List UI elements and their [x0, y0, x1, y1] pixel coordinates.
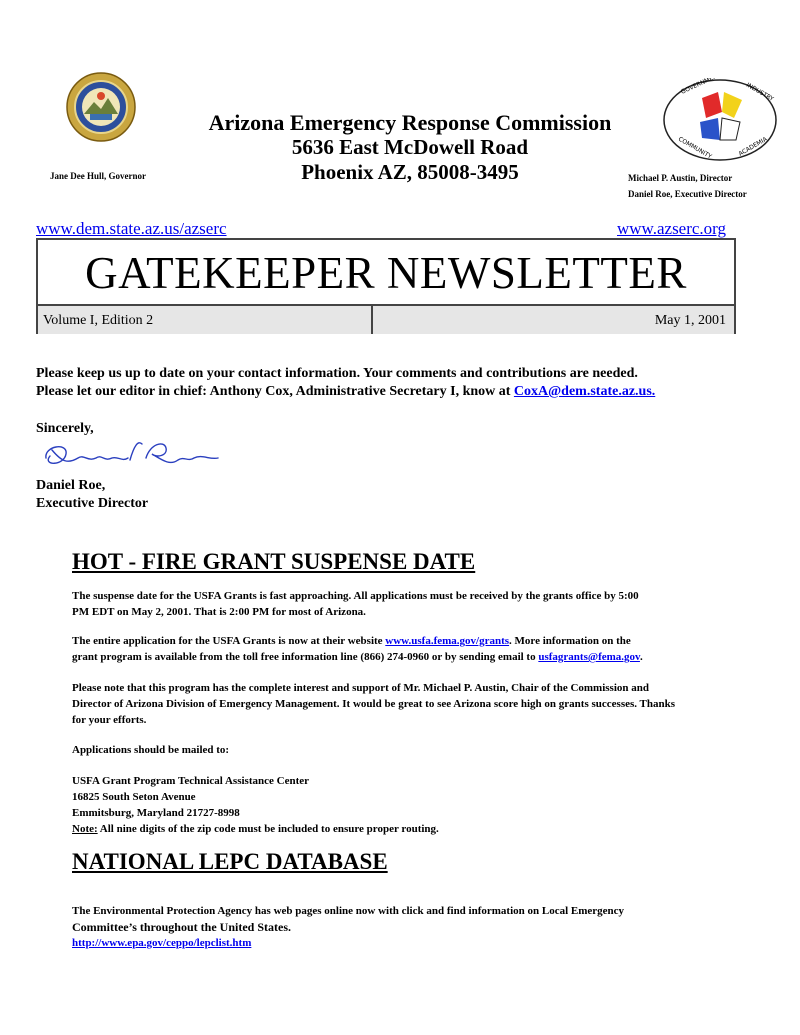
- org-name: Arizona Emergency Response Commission: [208, 110, 612, 135]
- p2-text-c: grant program is available from the toll…: [72, 651, 539, 663]
- banner-info-row: Volume I, Edition 2 May 1, 2001: [38, 304, 734, 334]
- intro-paragraph: Please keep us up to date on your contac…: [36, 365, 655, 401]
- governor-name: Jane Dee Hull, Governor: [50, 171, 146, 181]
- officials-block: Michael P. Austin, Director Daniel Roe, …: [628, 170, 747, 202]
- director-name: Michael P. Austin, Director: [628, 173, 733, 183]
- editor-email-link[interactable]: CoxA@dem.state.az.us.: [513, 384, 656, 399]
- mailing-address-line-3: Emmitsburg, Maryland 21727-8998: [72, 807, 240, 819]
- fire-grant-p3-line-1: Please note that this program has the co…: [72, 682, 649, 694]
- epa-lepc-link[interactable]: http://www.epa.gov/ceppo/lepclist.htm: [72, 937, 252, 949]
- mailing-address-line-1: USFA Grant Program Technical Assistance …: [72, 775, 309, 787]
- badge-word-academia: ACADEMIA: [738, 135, 770, 157]
- lepc-line-2: Committee’s throughout the United States…: [72, 920, 291, 934]
- p2-text-d: .: [639, 651, 643, 663]
- fire-grant-paragraph-3: Please note that this program has the co…: [72, 680, 772, 728]
- badge-word-community: COMMUNITY: [677, 136, 713, 161]
- fire-grant-p2-line-2: grant program is available from the toll…: [72, 649, 772, 665]
- banner-divider: [371, 306, 373, 334]
- closing-sincerely: Sincerely,: [36, 421, 94, 436]
- signer-name: Daniel Roe,: [36, 478, 106, 493]
- fire-grant-mail-intro: Applications should be mailed to:: [72, 744, 230, 756]
- fire-grant-p3-line-2: Director of Arizona Division of Emergenc…: [72, 698, 676, 710]
- section-heading-fire-grant: HOT - FIRE GRANT SUSPENSE DATE: [72, 549, 476, 574]
- issue-date: May 1, 2001: [654, 313, 726, 328]
- mailing-address-line-2: 16825 South Seton Avenue: [72, 791, 196, 803]
- lepc-line-1: The Environmental Protection Agency has …: [72, 905, 625, 917]
- newsletter-banner: GATEKEEPER NEWSLETTER Volume I, Edition …: [36, 238, 736, 334]
- fire-grant-p3-line-3: for your efforts.: [72, 714, 147, 726]
- p2-text-b: . More information on the: [509, 635, 631, 647]
- signer-title: Executive Director: [36, 496, 149, 511]
- fire-grant-p1-line-1: The suspense date for the USFA Grants is…: [72, 590, 639, 602]
- fire-grant-paragraph-2: The entire application for the USFA Gran…: [72, 633, 772, 665]
- signature-image: [45, 442, 219, 464]
- badge-word-industry: INDUSTRY: [745, 82, 775, 103]
- usfa-email-link[interactable]: usfagrants@fema.gov: [538, 651, 640, 663]
- usfa-grants-link[interactable]: www.usfa.fema.gov/grants: [385, 635, 510, 647]
- note-text: All nine digits of the zip code must be …: [97, 823, 439, 835]
- intro-line-2-text: Please let our editor in chief: Anthony …: [36, 384, 514, 399]
- lepc-partnership-logo-icon: GOVERNMENT INDUSTRY COMMUNITY ACADEMIA: [663, 78, 777, 161]
- mailing-address-block: USFA Grant Program Technical Assistance …: [72, 773, 772, 837]
- azserc-website-link[interactable]: www.azserc.org: [617, 219, 727, 238]
- intro-line-1: Please keep us up to date on your contac…: [36, 366, 638, 381]
- address-street: 5636 East McDowell Road: [291, 135, 529, 159]
- arizona-state-seal-icon: [66, 72, 136, 142]
- section-heading-lepc-database: NATIONAL LEPC DATABASE: [72, 849, 388, 874]
- fire-grant-p2-line-1: The entire application for the USFA Gran…: [72, 633, 772, 649]
- dem-website-link[interactable]: www.dem.state.az.us/azserc: [36, 219, 227, 238]
- fire-grant-p1-line-2: PM EDT on May 2, 2001. That is 2:00 PM f…: [72, 606, 366, 618]
- executive-director-name: Daniel Roe, Executive Director: [628, 189, 747, 199]
- newsletter-title: GATEKEEPER NEWSLETTER: [85, 248, 687, 298]
- routing-note: Note: All nine digits of the zip code mu…: [72, 821, 772, 837]
- volume-edition: Volume I, Edition 2: [43, 313, 154, 328]
- note-label: Note:: [72, 823, 98, 835]
- intro-line-2: Please let our editor in chief: Anthony …: [36, 383, 655, 401]
- p2-text-a: The entire application for the USFA Gran…: [72, 635, 386, 647]
- fire-grant-paragraph-1: The suspense date for the USFA Grants is…: [72, 588, 772, 620]
- lepc-paragraph: The Environmental Protection Agency has …: [72, 903, 772, 951]
- address-city: Phoenix AZ, 85008-3495: [301, 160, 519, 184]
- signer-block: Daniel Roe, Executive Director: [36, 477, 148, 513]
